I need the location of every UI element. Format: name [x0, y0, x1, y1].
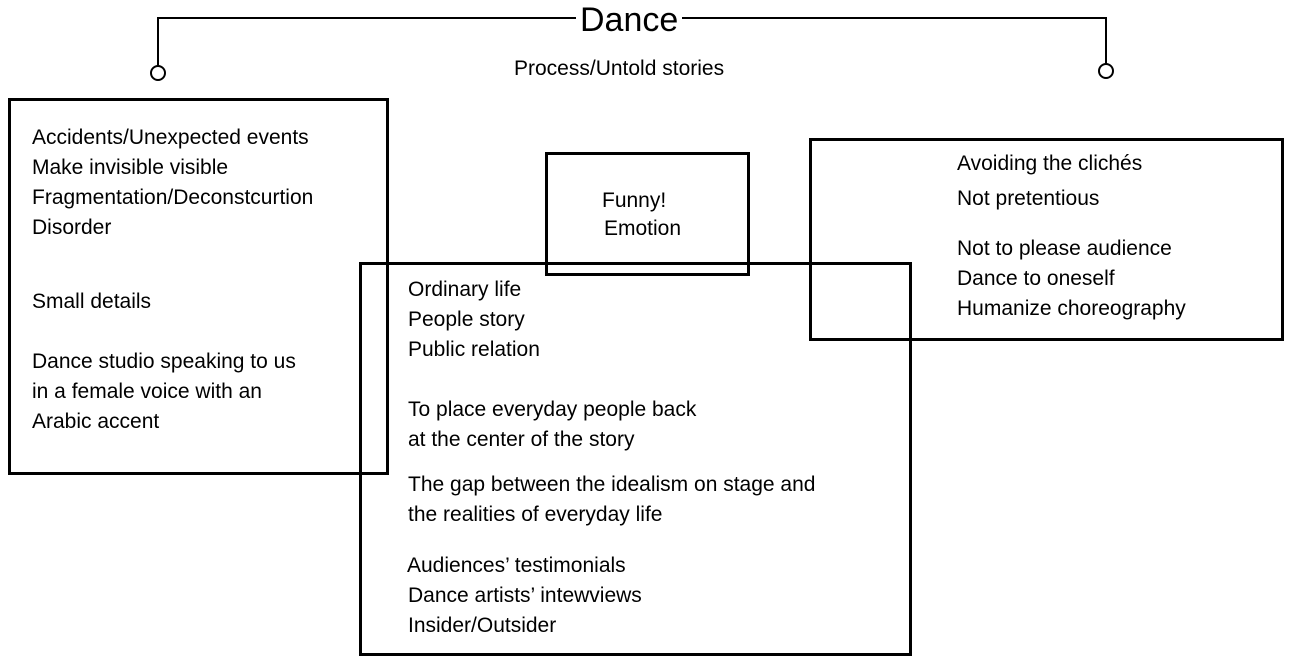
- center-box-text-group: The gap between the idealism on stage an…: [408, 470, 815, 530]
- center-item: Insider/Outsider: [408, 614, 557, 637]
- right-box: [809, 138, 1284, 341]
- center-item: To place everyday people back: [408, 398, 697, 421]
- left-item: Accidents/Unexpected events: [32, 126, 309, 149]
- right-item: Avoiding the clichés: [957, 152, 1143, 175]
- left-item: Disorder: [32, 216, 112, 239]
- left-box: [8, 98, 389, 475]
- center-item: at the center of the story: [408, 428, 635, 451]
- left-box-text-group: Accidents/Unexpected events Make invisib…: [32, 123, 313, 243]
- center-box-text-group: To place everyday people back at the cen…: [408, 395, 696, 455]
- left-item: Fragmentation/Deconstcurtion: [32, 186, 314, 209]
- left-item: in a female voice with an: [32, 380, 262, 403]
- center-top-line: Emotion: [604, 217, 682, 240]
- center-item: Dance artists’ intewviews: [408, 584, 642, 607]
- diagram-subtitle: Process/Untold stories: [514, 57, 725, 80]
- diagram-title: Dance: [576, 0, 683, 40]
- center-top-box: [545, 152, 750, 276]
- left-item: Dance studio speaking to us: [32, 350, 296, 373]
- center-item: Public relation: [408, 338, 540, 361]
- center-item: People story: [408, 308, 525, 331]
- right-item: Not to please audience: [957, 237, 1172, 260]
- left-box-text-group: Small details: [32, 287, 151, 317]
- left-connector-node: [150, 65, 166, 81]
- center-item: The gap between the idealism on stage an…: [408, 473, 816, 496]
- right-box-text-group: Not to please audience Dance to oneself …: [957, 234, 1186, 324]
- left-item: Arabic accent: [32, 410, 160, 433]
- center-item: Ordinary life: [408, 278, 522, 301]
- right-item: Dance to oneself: [957, 267, 1115, 290]
- center-item: the realities of everyday life: [408, 503, 663, 526]
- right-connector-node: [1098, 63, 1114, 79]
- center-box: [359, 262, 912, 656]
- center-box-text-group: Audiences’ testimonials Dance artists’ i…: [407, 551, 642, 641]
- right-item: Not pretentious: [957, 187, 1100, 210]
- right-item: Humanize choreography: [957, 297, 1186, 320]
- left-item: Make invisible visible: [32, 156, 229, 179]
- center-box-text-group: Ordinary life People story Public relati…: [408, 275, 540, 365]
- left-box-text-group: Dance studio speaking to us in a female …: [32, 347, 296, 437]
- center-item: Audiences’ testimonials: [407, 554, 626, 577]
- left-item: Small details: [32, 290, 152, 313]
- center-top-line: Funny!: [602, 189, 667, 212]
